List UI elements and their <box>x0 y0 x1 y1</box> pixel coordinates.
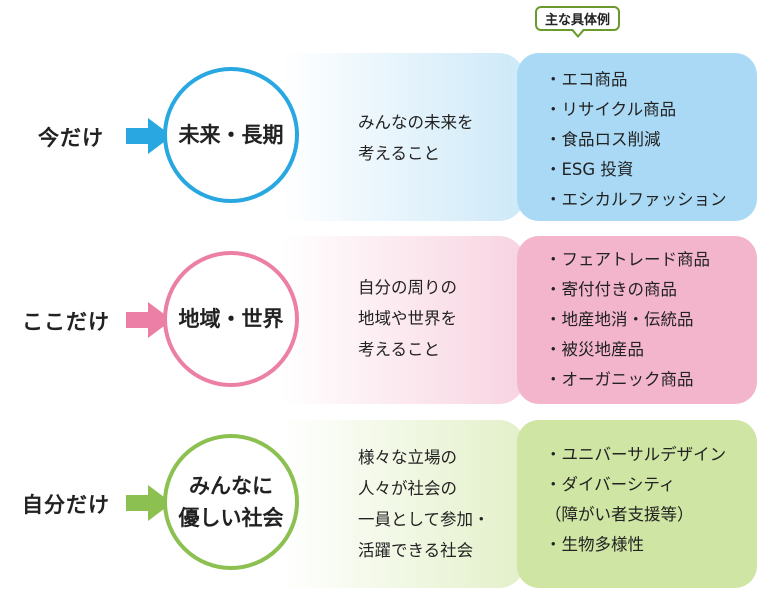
row-3-examples-list: ・ユニバーサルデザイン ・ダイバーシティ （障がい者支援等） ・生物多様性 <box>545 440 726 560</box>
row-2-examples-box <box>517 236 757 404</box>
row-2-desc-line: 考えること <box>358 340 441 359</box>
row-3-arrow-icon <box>126 485 172 521</box>
row-3-circle-line1: みんなに <box>189 474 273 498</box>
row-3-description: 様々な立場の 人々が社会の 一員として参加・ 活躍できる社会 <box>358 442 490 566</box>
row-1-desc-line: みんなの未来を <box>358 113 474 132</box>
row-3-desc-line: 一員として参加・ <box>358 510 490 529</box>
row-3-examples-box <box>517 420 757 588</box>
list-item: （障がい者支援等） <box>545 505 694 524</box>
list-item: ・寄付付きの商品 <box>545 280 677 299</box>
row-1-circle-line1: 未来・長期 <box>178 123 284 147</box>
list-item: ・オーガニック商品 <box>545 370 694 389</box>
row-3-desc-line: 活躍できる社会 <box>358 541 474 560</box>
callout-pointer <box>570 29 585 39</box>
row-3-label: 自分だけ <box>22 493 110 517</box>
row-1-label: 今だけ <box>38 126 104 150</box>
row-1-description: みんなの未来を 考えること <box>358 107 474 169</box>
list-item: ・エシカルファッション <box>545 190 727 209</box>
row-2-examples-list: ・フェアトレード商品 ・寄付付きの商品 ・地産地消・伝統品 ・被災地産品 ・オー… <box>545 245 710 395</box>
list-item: ・被災地産品 <box>545 340 644 359</box>
list-item: ・フェアトレード商品 <box>545 250 710 269</box>
row-3-circle: みんなに 優しい社会 <box>163 434 299 570</box>
row-1-examples-box <box>517 53 757 221</box>
row-2-desc-line: 自分の周りの <box>358 278 457 297</box>
list-item: ・食品ロス削減 <box>545 130 661 149</box>
row-1-circle: 未来・長期 <box>163 67 299 203</box>
examples-callout: 主な具体例 <box>535 6 621 39</box>
row-2-circle: 地域・世界 <box>163 251 299 387</box>
row-2-circle-line1: 地域・世界 <box>178 307 284 331</box>
row-1-desc-line: 考えること <box>358 144 441 163</box>
list-item: ・ユニバーサルデザイン <box>545 445 727 464</box>
row-2-arrow-icon <box>126 302 172 338</box>
list-item: ・ダイバーシティ <box>545 475 676 494</box>
list-item: ・リサイクル商品 <box>545 100 677 119</box>
row-1-arrow-icon <box>126 118 172 154</box>
callout-label: 主な具体例 <box>535 6 621 31</box>
list-item: ・生物多様性 <box>545 535 644 554</box>
list-item: ・地産地消・伝統品 <box>545 310 694 329</box>
row-2-desc-line: 地域や世界を <box>358 309 457 328</box>
row-1-examples-list: ・エコ商品 ・リサイクル商品 ・食品ロス削減 ・ESG 投資 ・エシカルファッシ… <box>545 65 727 215</box>
row-3-circle-line2: 優しい社会 <box>178 506 284 530</box>
row-3-desc-line: 人々が社会の <box>358 479 457 498</box>
list-item: ・エコ商品 <box>545 70 628 89</box>
row-2-label: ここだけ <box>22 310 110 334</box>
list-item: ・ESG 投資 <box>545 160 634 179</box>
row-2-description: 自分の周りの 地域や世界を 考えること <box>358 272 457 365</box>
row-3-desc-line: 様々な立場の <box>358 448 457 467</box>
